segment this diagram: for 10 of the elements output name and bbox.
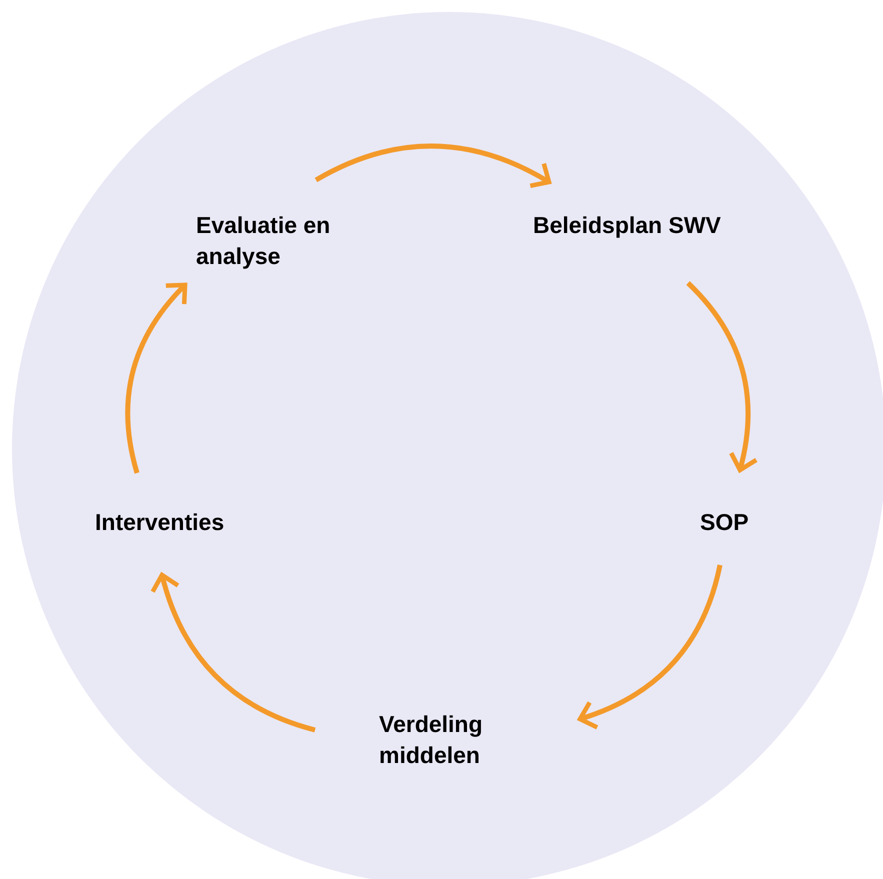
cycle-arrow (686, 281, 758, 472)
stage-label: Interventies (95, 508, 226, 537)
stage-label: Beleidsplan SWV (533, 211, 722, 240)
cycle-arrow (314, 144, 552, 189)
stage-label: SOP (700, 508, 750, 537)
cycle-arrow (151, 572, 316, 732)
cycle-arrow (578, 564, 722, 729)
stage-label: Evaluatie en analyse (196, 211, 332, 271)
stage-label: Verdeling middelen (379, 710, 484, 770)
cycle-arrow (125, 282, 188, 474)
